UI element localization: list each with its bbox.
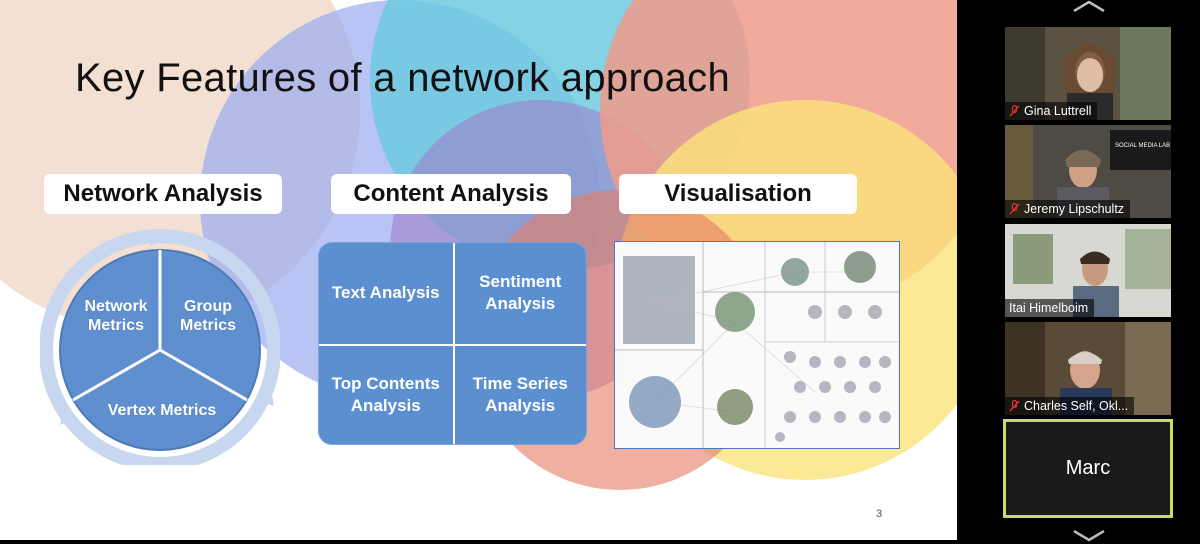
top-contents-analysis-cell: Top Contents Analysis bbox=[319, 343, 453, 445]
sentiment-analysis-cell: Sentiment Analysis bbox=[452, 243, 587, 344]
network-visualisation-image bbox=[614, 241, 900, 449]
chevron-up-icon[interactable] bbox=[1072, 0, 1106, 12]
participant-name: Itai Himelboim bbox=[1009, 301, 1089, 315]
slide-page-number: 3 bbox=[876, 508, 883, 520]
mic-muted-icon bbox=[1009, 105, 1020, 117]
content-analysis-grid: Text Analysis Sentiment Analysis Top Con… bbox=[318, 242, 587, 445]
participant-name-tag: Itai Himelboim bbox=[1005, 299, 1095, 317]
participant-name: Jeremy Lipschultz bbox=[1024, 202, 1125, 216]
text-analysis-cell: Text Analysis bbox=[331, 283, 440, 303]
time-series-analysis-cell: Time Series Analysis bbox=[452, 343, 586, 444]
mic-muted-icon bbox=[1009, 203, 1020, 215]
visualisation-header: Visualisation bbox=[619, 174, 857, 214]
vertex-metrics-label: Vertex Metrics bbox=[107, 402, 217, 419]
shared-slide: Key Features of a network approach Netwo… bbox=[0, 0, 957, 540]
video-tile[interactable]: SOCIAL MEDIA LAB Jeremy Lipschultz bbox=[1005, 125, 1171, 218]
participant-name-tag: Jeremy Lipschultz bbox=[1005, 200, 1131, 218]
participant-name-tag: Charles Self, Okl... bbox=[1005, 397, 1135, 415]
chevron-down-icon[interactable] bbox=[1072, 530, 1106, 542]
svg-text:SOCIAL MEDIA LAB: SOCIAL MEDIA LAB bbox=[1115, 143, 1170, 149]
group-metrics-label: Group Metrics bbox=[179, 298, 237, 334]
network-metrics-label: Network Metrics bbox=[84, 298, 148, 334]
active-speaker-name: Marc bbox=[1065, 457, 1111, 479]
participant-name-tag: Gina Luttrell bbox=[1005, 102, 1098, 120]
participant-name: Gina Luttrell bbox=[1024, 104, 1092, 118]
network-analysis-header: Network Analysis bbox=[44, 174, 282, 214]
content-analysis-header: Content Analysis bbox=[331, 174, 571, 214]
slide-title: Key Features of a network approach bbox=[75, 56, 731, 100]
video-tile[interactable]: Charles Self, Okl... bbox=[1005, 322, 1171, 415]
video-tile[interactable]: Itai Himelboim bbox=[1005, 224, 1171, 317]
active-speaker-tile[interactable]: Marc bbox=[1003, 419, 1173, 518]
video-tile[interactable]: Gina Luttrell bbox=[1005, 27, 1171, 120]
mic-muted-icon bbox=[1009, 400, 1020, 412]
network-cycle-diagram bbox=[40, 229, 280, 465]
participant-name: Charles Self, Okl... bbox=[1024, 399, 1129, 413]
